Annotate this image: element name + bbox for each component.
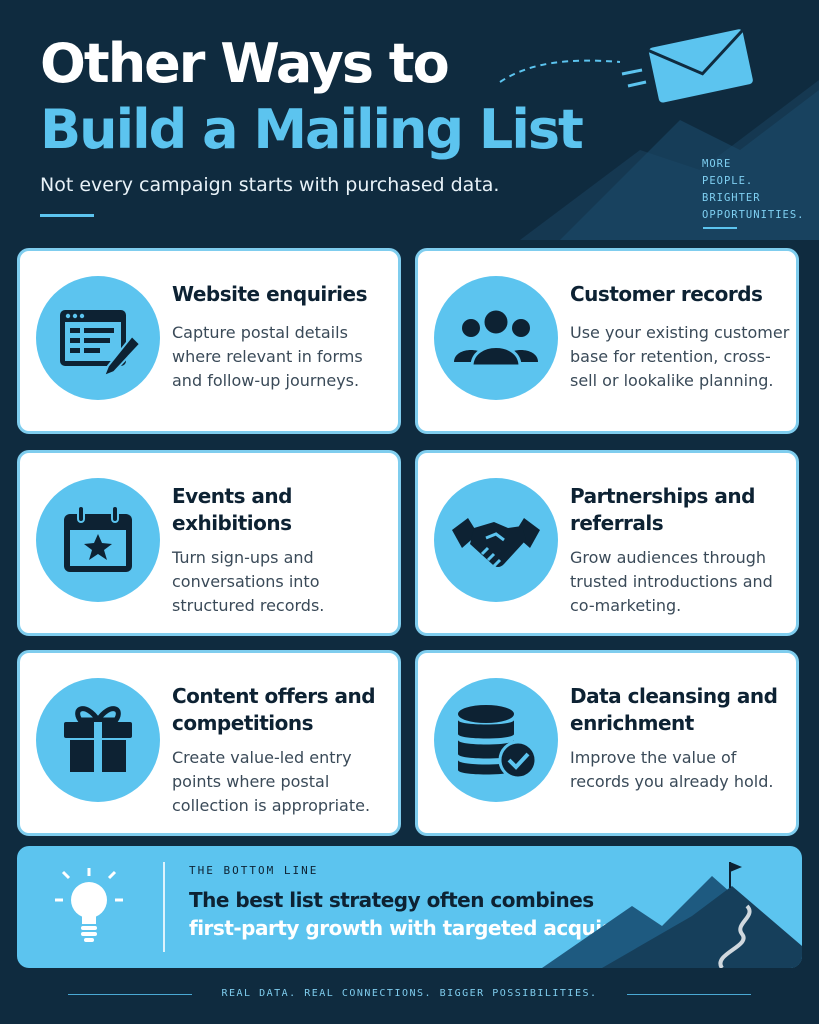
tagline-line: MORE: [702, 158, 732, 170]
card-description: Turn sign-ups and conversations into str…: [172, 548, 325, 615]
people-group-icon: [454, 307, 538, 368]
card-data-cleansing: Data cleansing and enrichment Improve th…: [415, 650, 799, 836]
mountain-flag-icon: [542, 862, 802, 968]
handshake-icon: [452, 518, 540, 568]
gift-icon: [64, 706, 132, 772]
calendar-star-icon: [64, 505, 132, 572]
card-title: Data cleansing and enrichment: [570, 684, 778, 735]
card-icon-circle: [434, 478, 558, 602]
database-check-icon: [458, 705, 538, 780]
card-title: Customer records: [570, 282, 763, 306]
card-description: Use your existing customer base for rete…: [570, 323, 790, 390]
lightbulb-icon: [55, 868, 123, 942]
card-website-enquiries: Website enquiries Capture postal details…: [17, 248, 401, 434]
tagline-line: BRIGHTER: [702, 192, 761, 204]
accent-rule: [40, 214, 94, 217]
card-description: Grow audiences through trusted introduct…: [570, 548, 773, 615]
card-partnerships-referrals: Partnerships and referrals Grow audience…: [415, 450, 799, 636]
page-subtitle: Not every campaign starts with purchased…: [40, 174, 500, 196]
bottom-line-text-1: The best list strategy often combines: [189, 888, 594, 912]
tagline-line: PEOPLE.: [702, 175, 754, 187]
web-form-icon: [60, 310, 142, 378]
footer-text: REAL DATA. REAL CONNECTIONS. BIGGER POSS…: [221, 988, 598, 999]
bottom-line-box: THE BOTTOM LINE The best list strategy o…: [17, 846, 802, 968]
envelope-icon: [647, 29, 753, 103]
tagline-rule: [703, 227, 737, 229]
card-title: Content offers and competitions: [172, 684, 376, 735]
card-title: Events and exhibitions: [172, 484, 292, 535]
page-title-line1: Other Ways to: [40, 32, 450, 95]
card-description: Create value-led entry points where post…: [172, 748, 371, 815]
card-customer-records: Customer records Use your existing custo…: [415, 248, 799, 434]
page-title-line2: Build a Mailing List: [40, 98, 584, 161]
card-icon-circle: [434, 276, 558, 400]
card-title: Partnerships and referrals: [570, 484, 755, 535]
card-events-exhibitions: Events and exhibitions Turn sign-ups and…: [17, 450, 401, 636]
tagline-line: OPPORTUNITIES.: [702, 209, 805, 221]
bottom-line-divider: [163, 862, 165, 952]
card-description: Improve the value of records you already…: [570, 748, 774, 791]
card-icon-circle: [36, 478, 160, 602]
footer-rule-right: [627, 994, 751, 995]
card-icon-circle: [36, 678, 160, 802]
card-title: Website enquiries: [172, 282, 367, 306]
tagline: MORE PEOPLE. BRIGHTER OPPORTUNITIES.: [702, 156, 805, 224]
card-description: Capture postal details where relevant in…: [172, 323, 363, 390]
card-icon-circle: [36, 276, 160, 400]
card-content-offers: Content offers and competitions Create v…: [17, 650, 401, 836]
card-icon-circle: [434, 678, 558, 802]
bottom-line-kicker: THE BOTTOM LINE: [189, 864, 319, 877]
footer-rule-left: [68, 994, 192, 995]
